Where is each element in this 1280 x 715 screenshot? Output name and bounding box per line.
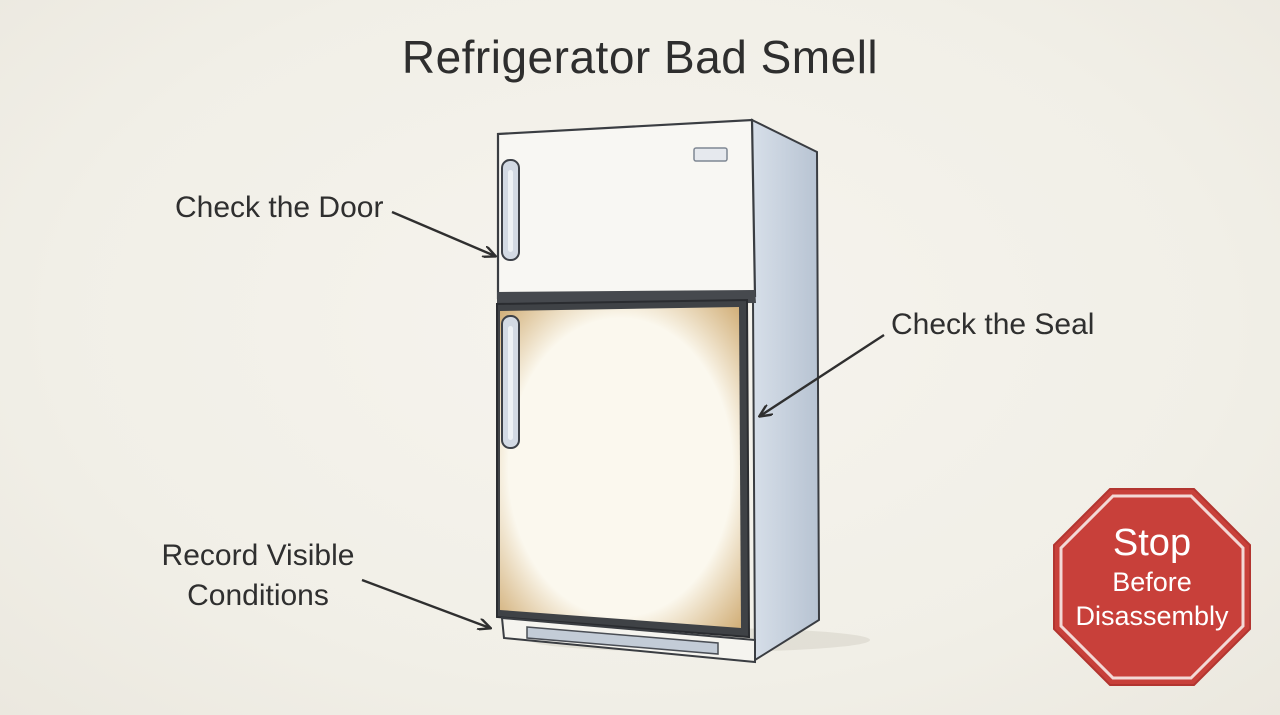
callout-record-line1: Record Visible <box>161 539 355 572</box>
stop-sign-line2: Before <box>1112 567 1192 597</box>
arrow-seal <box>760 333 885 416</box>
page-title: Refrigerator Bad Smell <box>401 31 879 83</box>
arrow-door <box>391 210 495 256</box>
freezer-door <box>496 118 757 300</box>
callout-check-door: Check the Door <box>175 191 384 224</box>
base-grille <box>526 626 719 655</box>
callout-record-line2: Conditions <box>187 579 329 612</box>
fresh-food-door <box>500 307 741 628</box>
fridge-side-panel <box>750 118 821 662</box>
arrow-record <box>361 578 490 628</box>
stop-sign-line1: Stop <box>1112 522 1192 564</box>
callout-check-seal: Check the Seal <box>891 308 1095 341</box>
stop-sign-line3: Disassembly <box>1075 601 1229 631</box>
callout-record-conditions: Record Visible Conditions <box>143 536 373 616</box>
stop-octagon-icon <box>1053 488 1251 686</box>
stop-sign: Stop Before Disassembly <box>1052 487 1252 687</box>
freezer-vent <box>693 147 728 162</box>
